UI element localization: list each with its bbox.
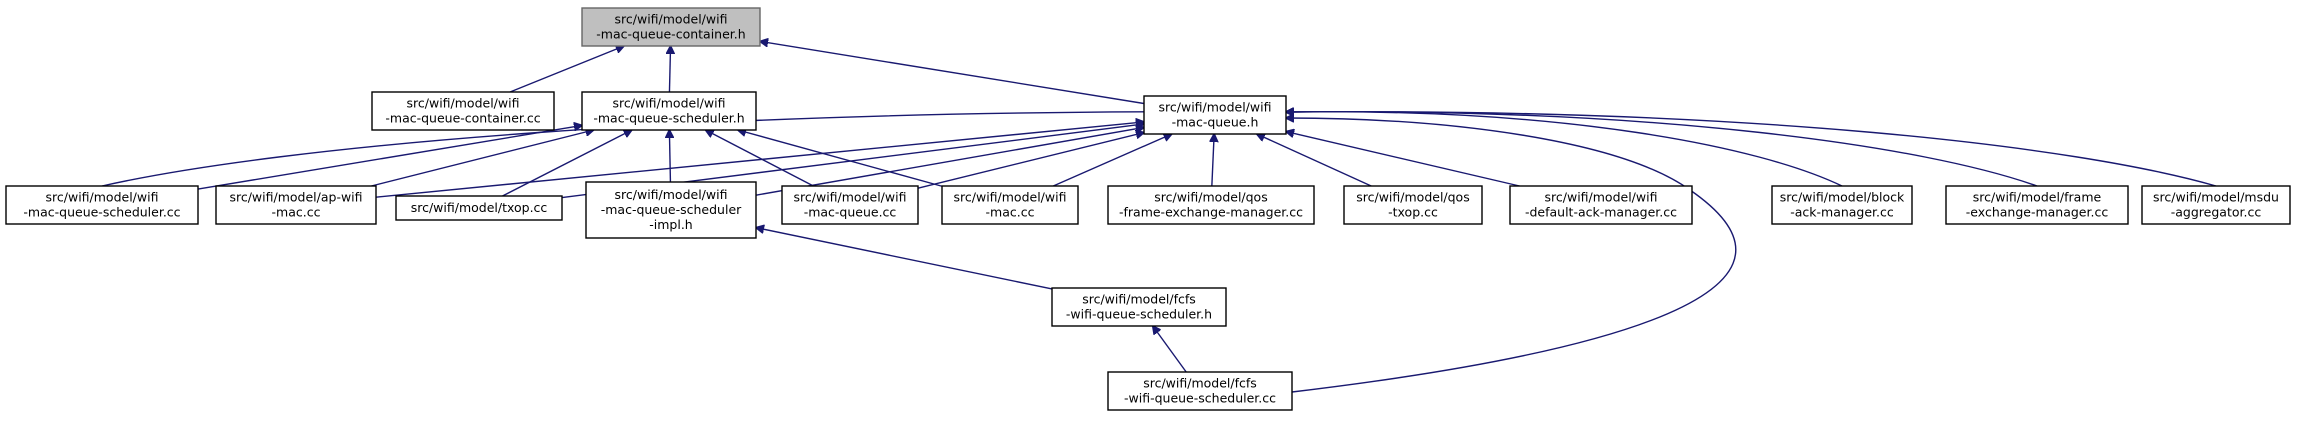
node-box (2141, 185, 2291, 225)
node-scheduler_h[interactable]: src/wifi/model/wifi-mac-queue-scheduler.… (581, 91, 757, 131)
node-queue_h[interactable]: src/wifi/model/wifi-mac-queue.h (1143, 95, 1287, 135)
node-label-line: -mac.cc (272, 205, 321, 220)
node-fcfs_cc[interactable]: src/wifi/model/fcfs-wifi-queue-scheduler… (1107, 371, 1293, 411)
node-qos_txop_cc[interactable]: src/wifi/model/qos-txop.cc (1343, 185, 1483, 225)
node-label-line: src/wifi/model/msdu (2153, 190, 2279, 205)
node-box (1107, 185, 1315, 225)
node-label-line: -ack-manager.cc (1790, 205, 1894, 220)
node-label-line: src/wifi/model/qos (1356, 190, 1469, 205)
node-box (1051, 287, 1227, 327)
node-fem_cc[interactable]: src/wifi/model/frame-exchange-manager.cc (1945, 185, 2129, 225)
dependency-edge-queue_h-to-ap_wifi_mac_cc (375, 122, 1144, 198)
dependency-edge-scheduler_h-to-wifi_mac_cc (738, 130, 943, 187)
dependency-edge-container_h-to-scheduler_h (669, 46, 670, 93)
node-label-line: src/wifi/model/frame (1973, 190, 2102, 205)
node-box (941, 185, 1079, 225)
dependency-edge-queue_h-to-qos_fem_cc (1212, 134, 1214, 187)
node-queue_cc[interactable]: src/wifi/model/wifi-mac-queue.cc (781, 185, 919, 225)
node-box (1107, 371, 1293, 411)
dependency-edge-scheduler_h-to-ap_wifi_mac_cc (371, 130, 593, 187)
node-label-line: src/wifi/model/wifi (1159, 100, 1272, 115)
node-box (395, 195, 563, 221)
node-label-line: -impl.h (649, 217, 692, 232)
node-label-line: -wifi-queue-scheduler.h (1066, 307, 1212, 322)
node-label-line: -txop.cc (1388, 205, 1438, 220)
node-label-line: -mac-queue-scheduler.h (593, 111, 744, 126)
node-label-line: src/wifi/model/wifi (613, 96, 726, 111)
node-box (1771, 185, 1913, 225)
node-label-line: -mac.cc (986, 205, 1035, 220)
node-label-line: src/wifi/model/wifi (1545, 190, 1658, 205)
node-label-line: -mac-queue-container.h (596, 27, 745, 42)
node-box (215, 185, 377, 225)
node-box (371, 91, 555, 131)
node-box (1945, 185, 2129, 225)
dependency-edge-queue_h-to-queue_cc (917, 133, 1144, 189)
node-msdu_cc[interactable]: src/wifi/model/msdu-aggregator.cc (2141, 185, 2291, 225)
node-fcfs_h[interactable]: src/wifi/model/fcfs-wifi-queue-scheduler… (1051, 287, 1227, 327)
dependency-edge-fcfs_h-to-fcfs_cc (1153, 326, 1187, 373)
node-label-line: -mac-queue-scheduler (601, 202, 742, 217)
dependency-edge-queue_h-to-fcfs_cc (1286, 118, 1737, 393)
node-box (1143, 95, 1287, 135)
dependency-edge-scheduler_impl_h-to-fcfs_h (756, 228, 1053, 290)
node-scheduler_impl_h[interactable]: src/wifi/model/wifi-mac-queue-scheduler-… (585, 181, 757, 239)
node-label-line: src/wifi/model/wifi (407, 96, 520, 111)
node-box (1509, 185, 1693, 225)
dependency-edge-queue_h-to-qos_txop_cc (1257, 134, 1372, 187)
node-ap_wifi_mac_cc[interactable]: src/wifi/model/ap-wifi-mac.cc (215, 185, 377, 225)
node-box (1343, 185, 1483, 225)
node-ack_mgr_cc[interactable]: src/wifi/model/wifi-default-ack-manager.… (1509, 185, 1693, 225)
node-label-line: src/wifi/model/fcfs (1082, 292, 1196, 307)
node-box (581, 7, 761, 47)
node-qos_fem_cc[interactable]: src/wifi/model/qos-frame-exchange-manage… (1107, 185, 1315, 225)
dependency-edge-queue_h-to-msdu_cc (1286, 112, 2217, 187)
node-label-line: -frame-exchange-manager.cc (1119, 205, 1303, 220)
node-container_h: src/wifi/model/wifi-mac-queue-container.… (581, 7, 761, 47)
node-label-line: src/wifi/model/wifi (615, 12, 728, 27)
node-scheduler_cc[interactable]: src/wifi/model/wifi-mac-queue-scheduler.… (5, 185, 199, 225)
node-label-line: -mac-queue.cc (804, 205, 897, 220)
node-container_cc[interactable]: src/wifi/model/wifi-mac-queue-container.… (371, 91, 555, 131)
node-label-line: -mac-queue.h (1172, 115, 1259, 130)
node-box (5, 185, 199, 225)
node-label-line: -aggregator.cc (2171, 205, 2262, 220)
node-label-line: src/wifi/model/wifi (954, 190, 1067, 205)
node-label-line: -exchange-manager.cc (1966, 205, 2109, 220)
dependency-edge-queue_h-to-wifi_mac_cc (1052, 134, 1171, 187)
node-label-line: -wifi-queue-scheduler.cc (1124, 391, 1276, 406)
dependency-edge-queue_h-to-fem_cc (1286, 112, 2038, 187)
node-label-line: src/wifi/model/qos (1154, 190, 1267, 205)
dependency-edge-queue_h-to-scheduler_impl_h (755, 127, 1144, 196)
node-box (585, 181, 757, 239)
node-wifi_mac_cc[interactable]: src/wifi/model/wifi-mac.cc (941, 185, 1079, 225)
node-block_ack_cc[interactable]: src/wifi/model/block-ack-manager.cc (1771, 185, 1913, 225)
node-box (781, 185, 919, 225)
dependency-edge-queue_h-to-ack_mgr_cc (1286, 132, 1520, 187)
dependency-edge-container_h-to-container_cc (509, 46, 624, 93)
dependency-edge-scheduler_h-to-queue_cc (706, 130, 814, 187)
dependency-edge-queue_h-to-block_ack_cc (1286, 112, 1843, 187)
node-label-line: src/wifi/model/wifi (615, 187, 728, 202)
dependency-edge-scheduler_h-to-txop_cc (502, 130, 632, 197)
node-label-line: -default-ack-manager.cc (1525, 205, 1677, 220)
node-label-line: src/wifi/model/block (1780, 190, 1905, 205)
node-box (581, 91, 757, 131)
node-label-line: src/wifi/model/txop.cc (411, 200, 548, 215)
node-label-line: src/wifi/model/wifi (794, 190, 907, 205)
node-label-line: src/wifi/model/fcfs (1143, 376, 1257, 391)
dependency-edge-container_h-to-queue_h (760, 41, 1145, 105)
node-label-line: -mac-queue-container.cc (385, 111, 540, 126)
node-label-line: src/wifi/model/wifi (46, 190, 159, 205)
node-label-line: -mac-queue-scheduler.cc (23, 205, 180, 220)
dependency-edge-queue_h-to-scheduler_cc (101, 112, 1286, 187)
node-label-line: src/wifi/model/ap-wifi (229, 190, 362, 205)
dependency-edge-scheduler_h-to-scheduler_impl_h (669, 130, 670, 183)
node-txop_cc[interactable]: src/wifi/model/txop.cc (395, 195, 563, 221)
dependency-edge-scheduler_h-to-scheduler_cc (197, 125, 582, 190)
